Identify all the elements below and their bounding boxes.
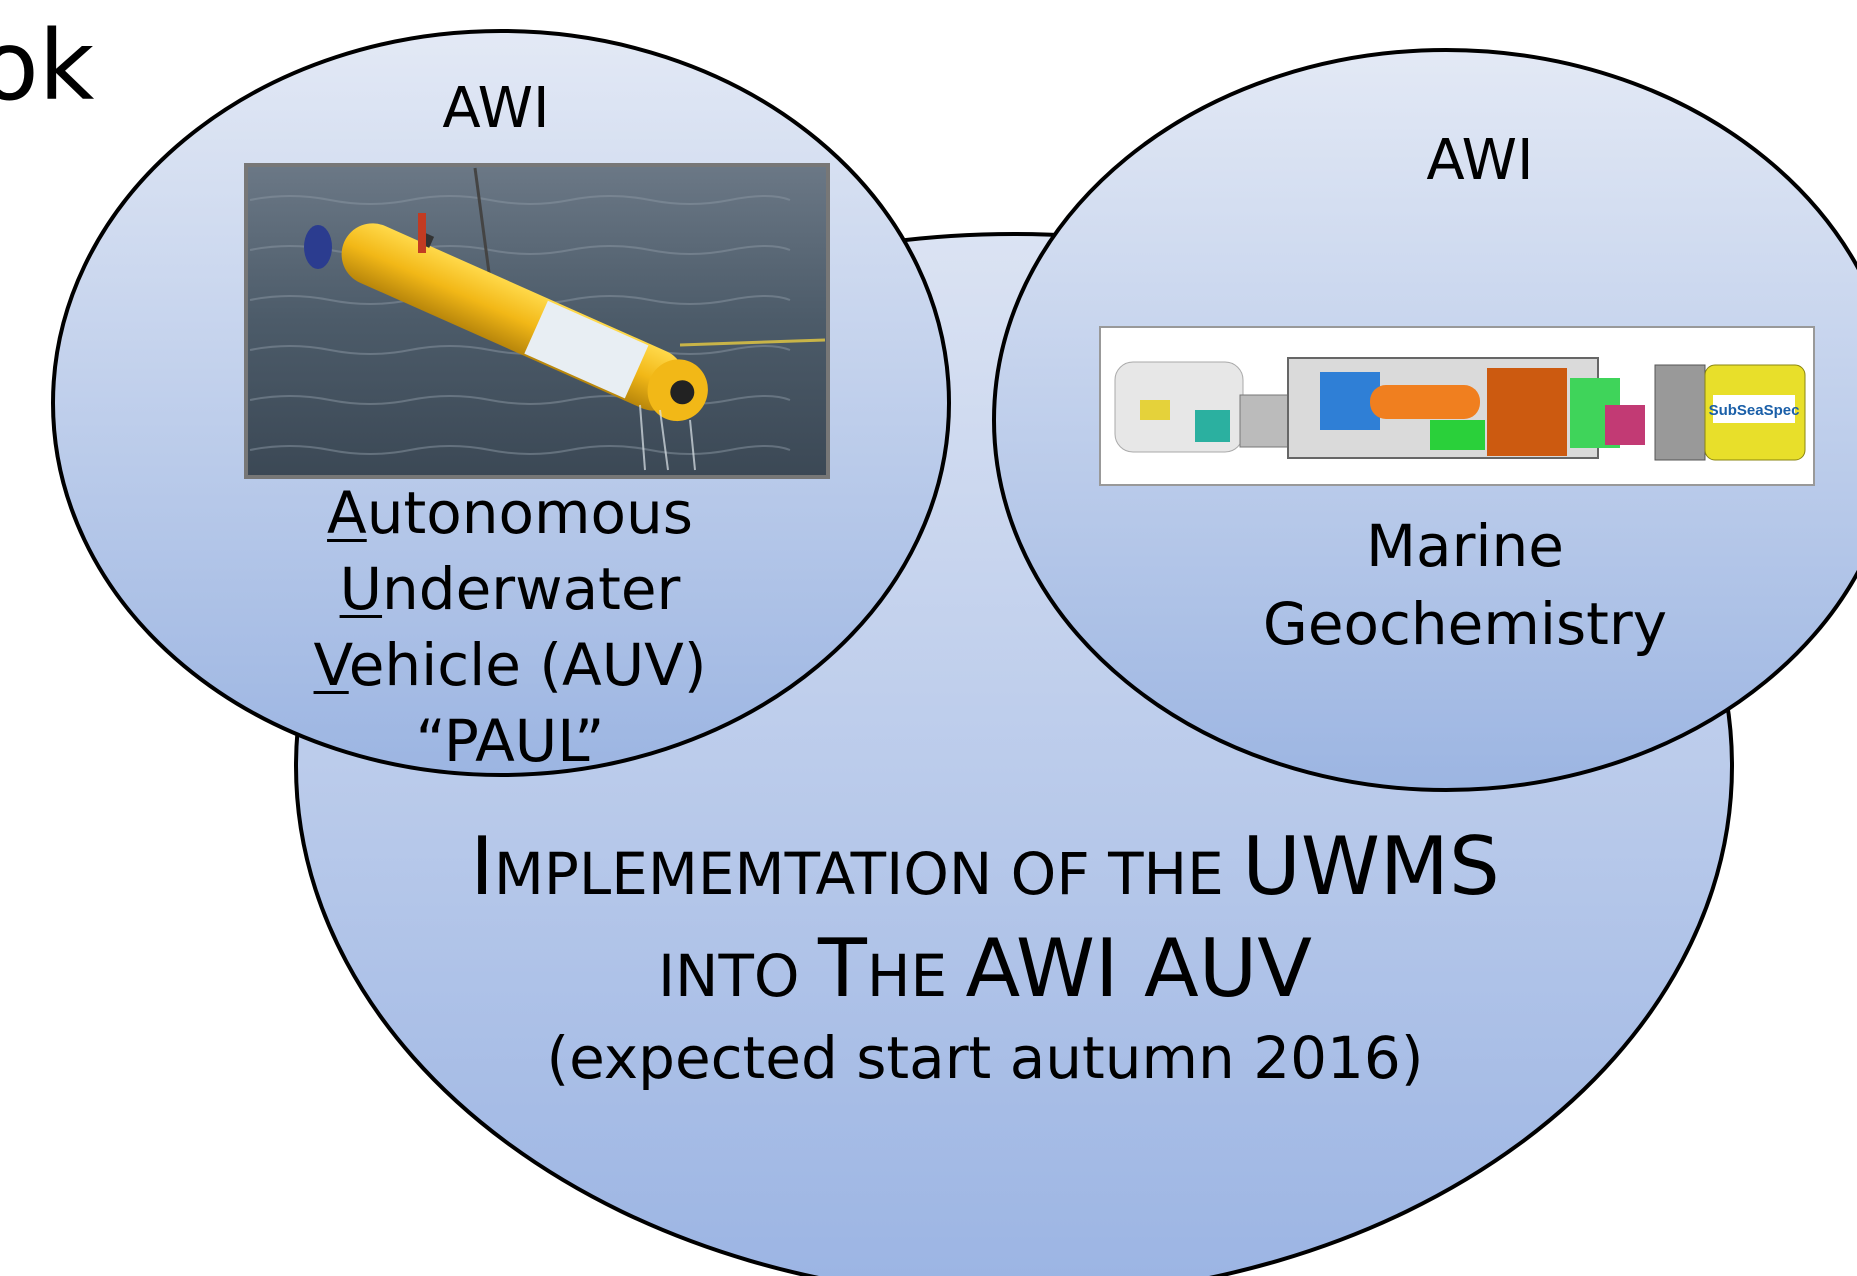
name-line-2: Underwater [339, 555, 681, 623]
nickname: “PAUL” [415, 707, 605, 775]
left-circle-heading: AWI [442, 76, 550, 141]
device-brand-label: SubSeaSpec [1709, 402, 1800, 419]
bottom-circle-subtitle: (expected start autumn 2016) [546, 1024, 1424, 1092]
right-circle-label-line2: Geochemistry [1262, 590, 1668, 658]
name-line-3: Vehicle (AUV) [313, 631, 707, 699]
bottom-circle-title-line2: INTO THE AWI AUV [657, 922, 1313, 1015]
uwms-sensor-drawing: SubSeaSpec [1099, 326, 1815, 486]
slide-title-fragment: ok [0, 10, 95, 122]
name-line-1: Autonomous [327, 479, 693, 547]
right-circle-label-line1: Marine [1366, 512, 1564, 580]
bottom-circle-title-line1: IMPLEMEMTATION OF THE UWMS [470, 820, 1500, 913]
right-circle-heading: AWI [1426, 128, 1534, 193]
left-circle-name: Autonomous Underwater Vehicle (AUV) “PAU… [280, 475, 740, 779]
auv-photo [244, 163, 830, 479]
